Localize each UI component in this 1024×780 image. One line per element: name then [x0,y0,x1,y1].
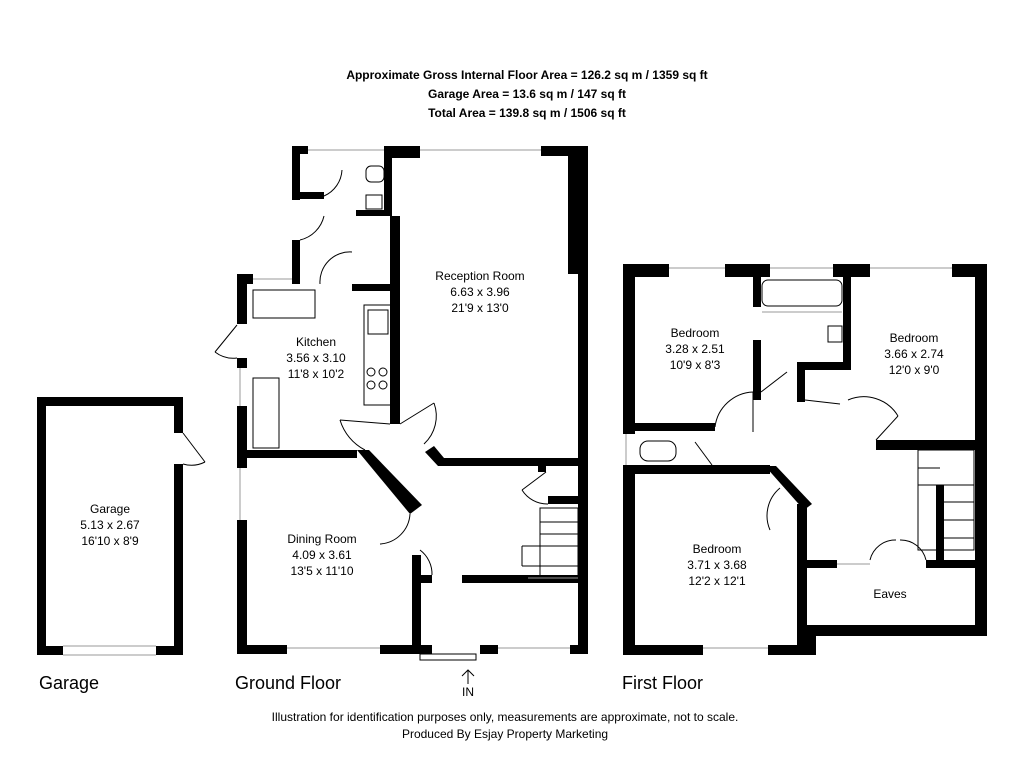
gross-internal-area: Approximate Gross Internal Floor Area = … [346,68,708,82]
first-floor-label: First Floor [622,673,703,693]
entrance-label: IN [462,685,474,699]
kitchen-metric: 3.56 x 3.10 [286,351,346,365]
kitchen-imperial: 11'8 x 10'2 [288,367,345,381]
garage-metric: 5.13 x 2.67 [80,518,140,532]
bedroom-3-metric: 3.71 x 3.68 [687,558,747,572]
bedroom-3-imperial: 12'2 x 12'1 [688,574,746,588]
dining-room-imperial: 13'5 x 11'10 [290,564,353,578]
garage-name: Garage [90,502,130,516]
kitchen-name: Kitchen [296,335,336,349]
reception-room-imperial: 21'9 x 13'0 [451,301,509,315]
ground-floor-plan [214,146,588,684]
garage-area: Garage Area = 13.6 sq m / 147 sq ft [428,87,626,101]
bedroom-2-name: Bedroom [890,331,939,345]
bedroom-2-metric: 3.66 x 2.74 [884,347,944,361]
ground-floor-label: Ground Floor [235,673,342,693]
bedroom-3-name: Bedroom [693,542,742,556]
bedroom-1-name: Bedroom [671,326,720,340]
total-area: Total Area = 139.8 sq m / 1506 sq ft [428,106,626,120]
garage-imperial: 16'10 x 8'9 [81,534,139,548]
bedroom-1-metric: 3.28 x 2.51 [665,342,725,356]
producer-credit: Produced By Esjay Property Marketing [401,727,609,741]
dining-room-metric: 4.09 x 3.61 [292,548,352,562]
disclaimer: Illustration for identification purposes… [271,710,739,724]
first-floor-plan [623,264,987,655]
eaves-name: Eaves [873,587,906,601]
dining-room-name: Dining Room [287,532,356,546]
bedroom-2-imperial: 12'0 x 9'0 [889,363,940,377]
bedroom-1-imperial: 10'9 x 8'3 [670,358,721,372]
garage-plan [37,397,206,656]
garage-floor-label: Garage [39,673,100,693]
reception-room-metric: 6.63 x 3.96 [450,285,510,299]
reception-room-name: Reception Room [435,269,524,283]
